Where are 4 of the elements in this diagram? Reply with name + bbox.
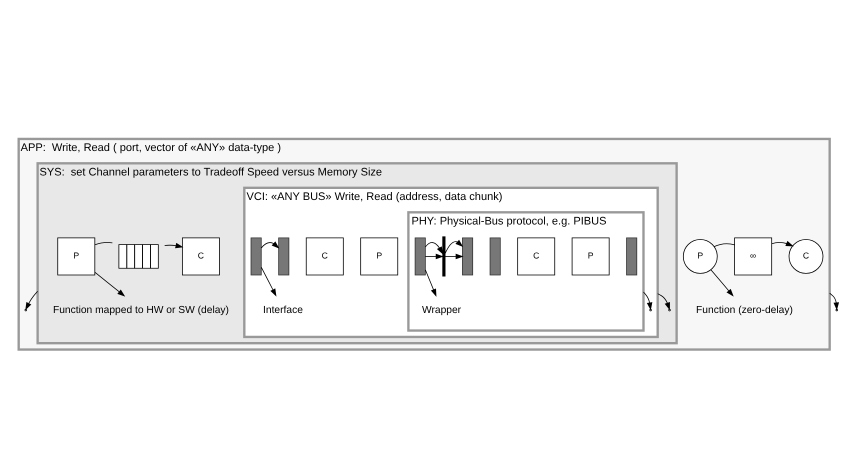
node-text: Function (zero-delay): [696, 304, 793, 316]
node-text: Function mapped to HW or SW (delay): [52, 304, 229, 316]
node-text: Interface: [263, 304, 303, 316]
node-text: Wrapper: [422, 304, 462, 316]
